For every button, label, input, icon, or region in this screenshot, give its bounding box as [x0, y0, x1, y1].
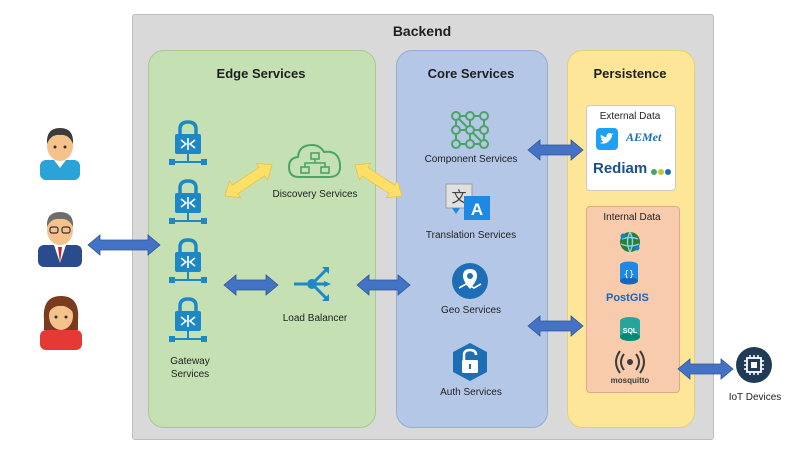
load-balancer-icon	[294, 267, 331, 301]
backend-title: Backend	[392, 23, 452, 39]
user-icon	[40, 128, 80, 180]
svg-text:{}: {}	[624, 270, 635, 280]
persistence-title: Persistence	[593, 66, 667, 81]
gateway-label-line1: Gateway	[170, 356, 210, 367]
globe-network-icon	[620, 231, 640, 253]
gateway-lock-icon	[169, 179, 207, 224]
iot-devices-label: IoT Devices	[728, 392, 782, 403]
auth-lock-icon	[453, 343, 487, 381]
aemet-logo: AEMet	[626, 130, 662, 144]
twitter-icon	[596, 128, 618, 150]
iot-chip-icon	[736, 347, 772, 383]
arrow-core-internal	[527, 315, 584, 337]
translate-icon: 文 A	[445, 183, 490, 220]
arrow-loadbalancer-core	[356, 274, 411, 296]
arrow-gateway-loadbalancer	[223, 274, 279, 296]
arrow-discovery-core	[354, 162, 403, 199]
mosquitto-logo: mosquitto	[610, 376, 650, 385]
svg-text:文: 文	[451, 188, 466, 206]
auth-services-label: Auth Services	[440, 387, 502, 398]
svg-text:A: A	[471, 200, 483, 219]
rediam-logo: Rediam	[593, 160, 648, 177]
translation-services-label: Translation Services	[425, 230, 517, 241]
arrow-core-external	[527, 139, 584, 161]
core-services-title: Core Services	[427, 66, 515, 81]
gateway-lock-icon	[169, 238, 207, 283]
gateway-label-line2: Services	[170, 369, 210, 380]
internal-data-label: Internal Data	[603, 212, 661, 223]
rediam-dots-icon	[651, 169, 671, 175]
component-network-icon	[451, 111, 489, 149]
postgis-logo: PostGIS	[606, 292, 649, 304]
sql-database-icon: SQL	[620, 317, 640, 341]
database-json-icon: {}	[620, 261, 638, 285]
mosquitto-signal-icon	[615, 350, 645, 374]
cloud-network-icon	[287, 143, 342, 178]
gateway-lock-icon	[169, 120, 207, 165]
load-balancer-label: Load Balancer	[282, 313, 348, 324]
user-manager-icon	[38, 212, 82, 267]
edge-services-title: Edge Services	[216, 66, 306, 81]
gateway-label: Gateway Services	[150, 355, 230, 381]
arrow-gateway-discovery	[224, 162, 273, 199]
discovery-services-label: Discovery Services	[272, 189, 358, 200]
component-services-label: Component Services	[424, 154, 518, 165]
gateway-icons	[169, 120, 207, 342]
arrow-internal-iot	[677, 358, 734, 380]
geo-location-icon	[452, 263, 488, 299]
gateway-lock-icon	[169, 297, 207, 342]
geo-services-label: Geo Services	[440, 305, 502, 316]
arrow-users-gateway	[87, 234, 161, 256]
user-woman-icon	[40, 296, 82, 350]
sql-logo-text: SQL	[623, 328, 638, 335]
external-data-label: External Data	[599, 111, 661, 122]
